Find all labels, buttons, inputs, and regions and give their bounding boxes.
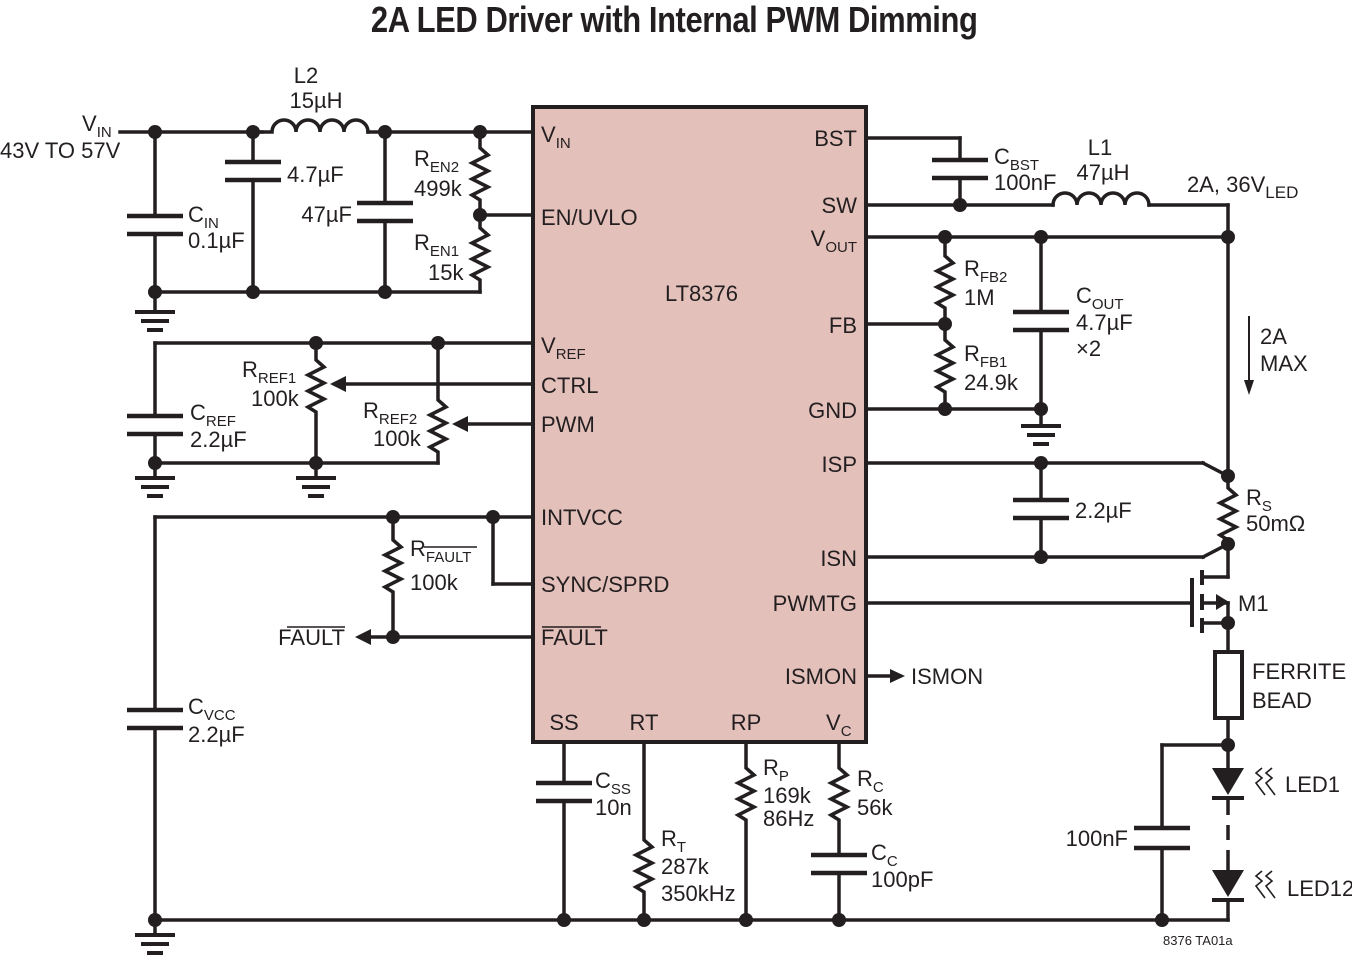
ferrite-bead-label-2: BEAD	[1252, 688, 1312, 713]
vin-range: 43V TO 57V	[0, 138, 121, 163]
cc-value: 100pF	[871, 867, 933, 892]
cbst-ref: CBST	[994, 144, 1039, 174]
css-value: 10n	[595, 795, 632, 820]
rfault-ref: RFAULT	[410, 536, 471, 566]
ren1-ref: REN1	[414, 230, 459, 260]
pin-vout: VOUT	[811, 226, 857, 256]
output-current-max: MAX	[1260, 351, 1308, 376]
pin-rp: RP	[731, 710, 762, 735]
cin-value: 0.1µF	[188, 228, 245, 253]
output-current-label: 2A	[1260, 324, 1287, 349]
rref1-ref: RREF1	[242, 357, 296, 387]
pin-vref: VREF	[541, 333, 586, 363]
l2-value: 15µH	[289, 88, 342, 113]
rref1-value: 100k	[251, 386, 300, 411]
ren2-ref: REN2	[414, 146, 459, 176]
pin-pwmtg: PWMTG	[773, 591, 857, 616]
rt-value: 287k	[661, 854, 710, 879]
cout-quantity: ×2	[1076, 336, 1101, 361]
rp-frequency: 86Hz	[763, 806, 814, 831]
pin-fault: FAULT	[541, 625, 608, 650]
rfb1-value: 24.9k	[964, 370, 1019, 395]
pin-isp: ISP	[822, 452, 857, 477]
reference-network	[127, 336, 535, 498]
rref2-value: 100k	[373, 426, 422, 451]
figure-id: 8376 TA01a	[1163, 933, 1233, 948]
rt-ref: RT	[661, 826, 686, 856]
pin-en-uvlo: EN/UVLO	[541, 205, 638, 230]
ren1-value: 15k	[428, 260, 464, 285]
input-network	[118, 118, 535, 332]
ic-part-number: LT8376	[665, 281, 738, 306]
cout-ref: COUT	[1076, 283, 1124, 313]
bottom-network	[133, 740, 1230, 955]
rt-frequency: 350kHz	[661, 881, 736, 906]
pin-fb: FB	[829, 313, 857, 338]
rs-ref: RS	[1246, 485, 1272, 515]
c-isp-value: 2.2µF	[1075, 498, 1132, 523]
cvcc-value: 2.2µF	[188, 722, 245, 747]
vin-label: VIN	[82, 111, 112, 141]
cin-ref: CIN	[188, 202, 219, 232]
cbst-value: 100nF	[994, 170, 1056, 195]
pin-sync-sprd: SYNC/SPRD	[541, 572, 669, 597]
pin-vc: VC	[826, 710, 852, 740]
pin-ss: SS	[549, 710, 578, 735]
intvcc-network	[127, 510, 535, 922]
rp-value: 169k	[763, 783, 812, 808]
m1-ref: M1	[1238, 591, 1269, 616]
schematic-title: 2A LED Driver with Internal PWM Dimming	[370, 0, 978, 40]
pin-ismon: ISMON	[785, 664, 857, 689]
pin-rt: RT	[630, 710, 659, 735]
cref-ref: CREF	[190, 400, 236, 430]
rfb2-value: 1M	[964, 285, 995, 310]
led1-label: LED1	[1285, 772, 1340, 797]
rfb2-ref: RFB2	[964, 256, 1007, 286]
c-4u7-value: 4.7µF	[287, 162, 344, 187]
l1-value: 47µH	[1076, 160, 1129, 185]
ismon-output-label: ISMON	[911, 664, 983, 689]
l1-ref: L1	[1088, 135, 1112, 160]
output-network	[864, 136, 1276, 922]
cc-ref: CC	[871, 840, 898, 870]
rs-value: 50mΩ	[1246, 511, 1305, 536]
fault-output-label: FAULT	[278, 625, 345, 650]
ferrite-bead-label: FERRITE	[1252, 659, 1346, 684]
ic-lt8376-body	[531, 105, 868, 744]
pin-isn: ISN	[820, 546, 857, 571]
cref-value: 2.2µF	[190, 427, 247, 452]
cvcc-ref: CVCC	[188, 694, 236, 724]
led12-label: LED12	[1287, 876, 1352, 901]
rfault-value: 100k	[410, 570, 459, 595]
rfb1-ref: RFB1	[964, 341, 1007, 371]
c-47u-value: 47µF	[301, 202, 352, 227]
pin-bst: BST	[814, 126, 857, 151]
output-spec: 2A, 36VLED	[1187, 172, 1298, 202]
pin-vin: VIN	[541, 122, 571, 152]
cout-value: 4.7µF	[1076, 310, 1133, 335]
pin-pwm: PWM	[541, 412, 595, 437]
pin-intvcc: INTVCC	[541, 505, 623, 530]
rp-ref: RP	[763, 755, 789, 785]
l2-ref: L2	[294, 63, 318, 88]
c-led-value: 100nF	[1066, 826, 1128, 851]
css-ref: CSS	[595, 768, 631, 798]
rc-ref: RC	[857, 766, 884, 796]
pin-sw: SW	[822, 193, 858, 218]
ren2-value: 499k	[414, 176, 463, 201]
pin-gnd: GND	[808, 398, 857, 423]
pin-ctrl: CTRL	[541, 373, 598, 398]
rc-value: 56k	[857, 795, 893, 820]
rref2-ref: RREF2	[363, 398, 417, 428]
